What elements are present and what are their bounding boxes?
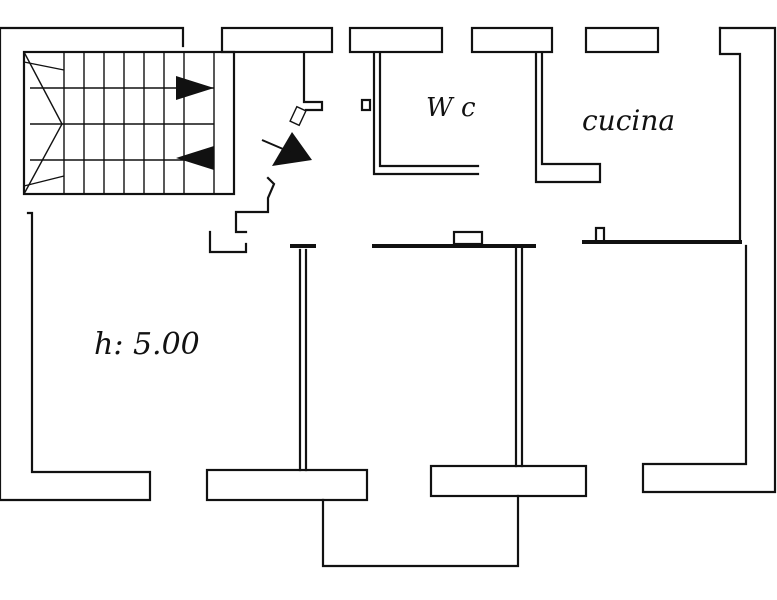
stair-down-arrow-icon: [176, 146, 214, 170]
wc-label: W c: [426, 93, 476, 123]
entrance-arrow-icon: [261, 132, 312, 166]
room-height-label: h: 5.00: [94, 327, 200, 362]
bottom-wall-segments: [205, 464, 588, 568]
top-wall-segments: [220, 26, 660, 54]
central-corridor-walls: [290, 226, 742, 248]
kitchen-walls: [534, 52, 602, 184]
outer-wall-right: [641, 26, 777, 494]
partition-walls: [298, 244, 524, 472]
entrance: [208, 52, 324, 254]
wc-room-walls: [360, 52, 480, 176]
outer-wall-left: [0, 26, 185, 502]
stair-up-arrow-icon: [176, 76, 214, 100]
staircase: [22, 50, 236, 196]
kitchen-label: cucina: [582, 104, 675, 137]
